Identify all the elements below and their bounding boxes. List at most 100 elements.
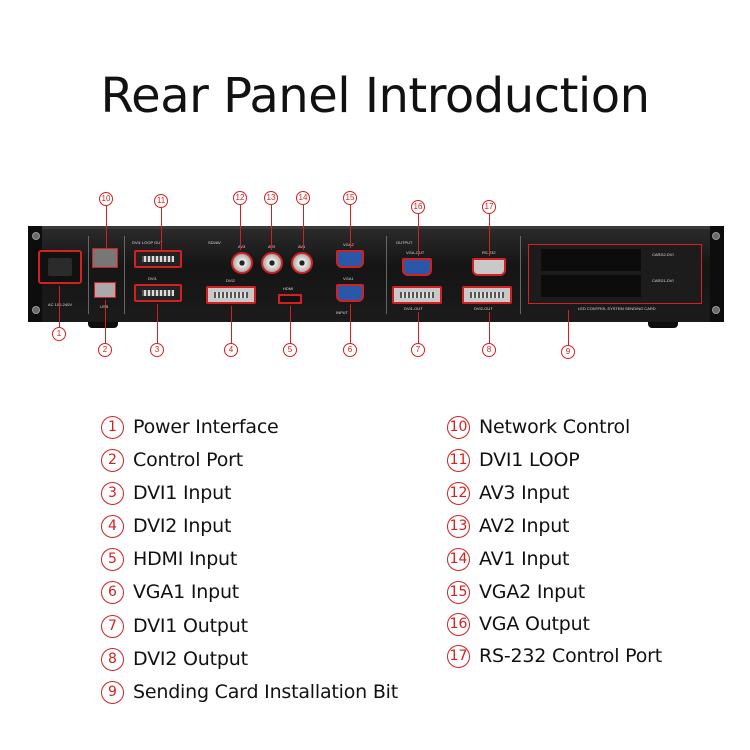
callout-leader: [105, 300, 106, 344]
network-port: [92, 248, 118, 268]
av3-bnc-connector: [231, 252, 253, 274]
dvi2-output-port: [462, 286, 512, 304]
legend-number: 16: [447, 612, 470, 636]
legend-number: 15: [447, 580, 470, 604]
callout-leader: [489, 312, 490, 344]
legend-item: 1 Power Interface: [101, 414, 279, 440]
legend-label: VGA2 Input: [479, 581, 586, 603]
dvi2-input-port: [206, 286, 256, 304]
panel-foot: [648, 318, 678, 328]
callout-17: 17: [482, 200, 496, 214]
legend-label: Control Port: [133, 449, 243, 471]
panel-foot: [88, 318, 118, 328]
legend-label: DVI2 Output: [133, 648, 248, 670]
legend-item: 17 RS-232 Control Port: [447, 643, 662, 669]
panel-divider: [520, 236, 521, 314]
sdi-av-label: SDI/AV: [208, 240, 221, 245]
legend-label: DVI1 Output: [133, 615, 248, 637]
av1-label: AV1: [298, 244, 306, 249]
legend-item: 6 VGA1 Input: [101, 579, 239, 605]
callout-leader: [568, 310, 569, 346]
legend-item: 2 Control Port: [101, 447, 243, 473]
vga1-input-port: [336, 284, 364, 302]
callout-3: 3: [150, 343, 164, 357]
legend-number: 10: [447, 415, 470, 439]
hdmi-label: HDMI: [283, 286, 294, 291]
dvi2-label: DVI2: [226, 278, 235, 283]
vga2-label: VGA2: [343, 242, 354, 247]
legend-item: 9 Sending Card Installation Bit: [101, 679, 398, 705]
callout-leader: [161, 208, 162, 250]
legend-item: 12 AV3 Input: [447, 480, 570, 506]
callout-leader: [106, 206, 107, 248]
rs232-label: RS-232: [482, 250, 496, 255]
dvi1-input-port: [134, 284, 182, 302]
vga2-input-port: [336, 250, 364, 268]
legend-item: 14 AV1 Input: [447, 546, 570, 572]
callout-4: 4: [224, 343, 238, 357]
legend-label: Power Interface: [133, 416, 279, 438]
legend-item: 15 VGA2 Input: [447, 579, 585, 605]
dvi1-output-port: [392, 286, 442, 304]
legend-label: HDMI Input: [133, 548, 238, 570]
callout-leader: [290, 306, 291, 344]
callout-9: 9: [561, 345, 575, 359]
callout-leader: [418, 312, 419, 344]
callout-leader: [303, 205, 304, 250]
card1-label: CARD1-DVI: [652, 278, 674, 283]
callout-13: 13: [264, 191, 278, 205]
callout-10: 10: [99, 192, 113, 206]
panel-ear-right: [710, 226, 724, 322]
dvi1-label: DVI1: [148, 276, 157, 281]
legend-label: Network Control: [479, 416, 631, 438]
legend-item: 4 DVI2 Input: [101, 513, 231, 539]
legend-label: AV1 Input: [479, 548, 570, 570]
legend-number: 9: [101, 680, 124, 704]
legend-item: 16 VGA Output: [447, 611, 590, 637]
legend-label: DVI1 Input: [133, 482, 232, 504]
usb-label: USB: [100, 304, 108, 309]
power-label: AC 100-240V: [48, 302, 73, 307]
input-label: INPUT: [336, 310, 348, 315]
legend-label: RS-232 Control Port: [479, 645, 663, 667]
panel-divider: [88, 236, 89, 314]
rs232-port: [472, 258, 506, 276]
legend-number: 11: [447, 448, 470, 472]
callout-leader: [418, 214, 419, 256]
callout-leader: [240, 205, 241, 250]
legend-number: 7: [101, 614, 124, 638]
callout-leader: [350, 304, 351, 344]
dvi2-out-label: DVI2-OUT: [474, 306, 493, 311]
callout-5: 5: [283, 343, 297, 357]
legend-label: AV3 Input: [479, 482, 570, 504]
legend-item: 11 DVI1 LOOP: [447, 447, 580, 473]
callout-11: 11: [154, 194, 168, 208]
callout-14: 14: [296, 191, 310, 205]
callout-7: 7: [411, 343, 425, 357]
legend-label: Sending Card Installation Bit: [133, 681, 398, 703]
screw: [712, 306, 720, 314]
legend-label: AV2 Input: [479, 515, 570, 537]
legend-number: 17: [447, 644, 470, 668]
legend-number: 3: [101, 481, 124, 505]
callout-2: 2: [98, 343, 112, 357]
legend-item: 7 DVI1 Output: [101, 613, 248, 639]
legend-item: 8 DVI2 Output: [101, 646, 248, 672]
callout-leader: [350, 205, 351, 248]
power-socket: [38, 250, 82, 284]
callout-leader: [231, 306, 232, 344]
sending-card-slot: [528, 244, 702, 304]
legend-number: 5: [101, 547, 124, 571]
sending-card-label: LED CONTROL SYSTEM SENDING CARD: [578, 306, 656, 311]
output-label: OUTPUT: [396, 240, 413, 245]
hdmi-port: [278, 294, 302, 304]
card2-label: CARD2-DVI: [652, 252, 674, 257]
av1-bnc-connector: [291, 252, 313, 274]
usb-port: [94, 282, 116, 298]
legend-number: 8: [101, 647, 124, 671]
legend-label: DVI2 Input: [133, 515, 232, 537]
screw: [32, 232, 40, 240]
vga-out-label: VGA-OUT: [406, 250, 425, 255]
callout-leader: [157, 304, 158, 344]
screw: [32, 306, 40, 314]
